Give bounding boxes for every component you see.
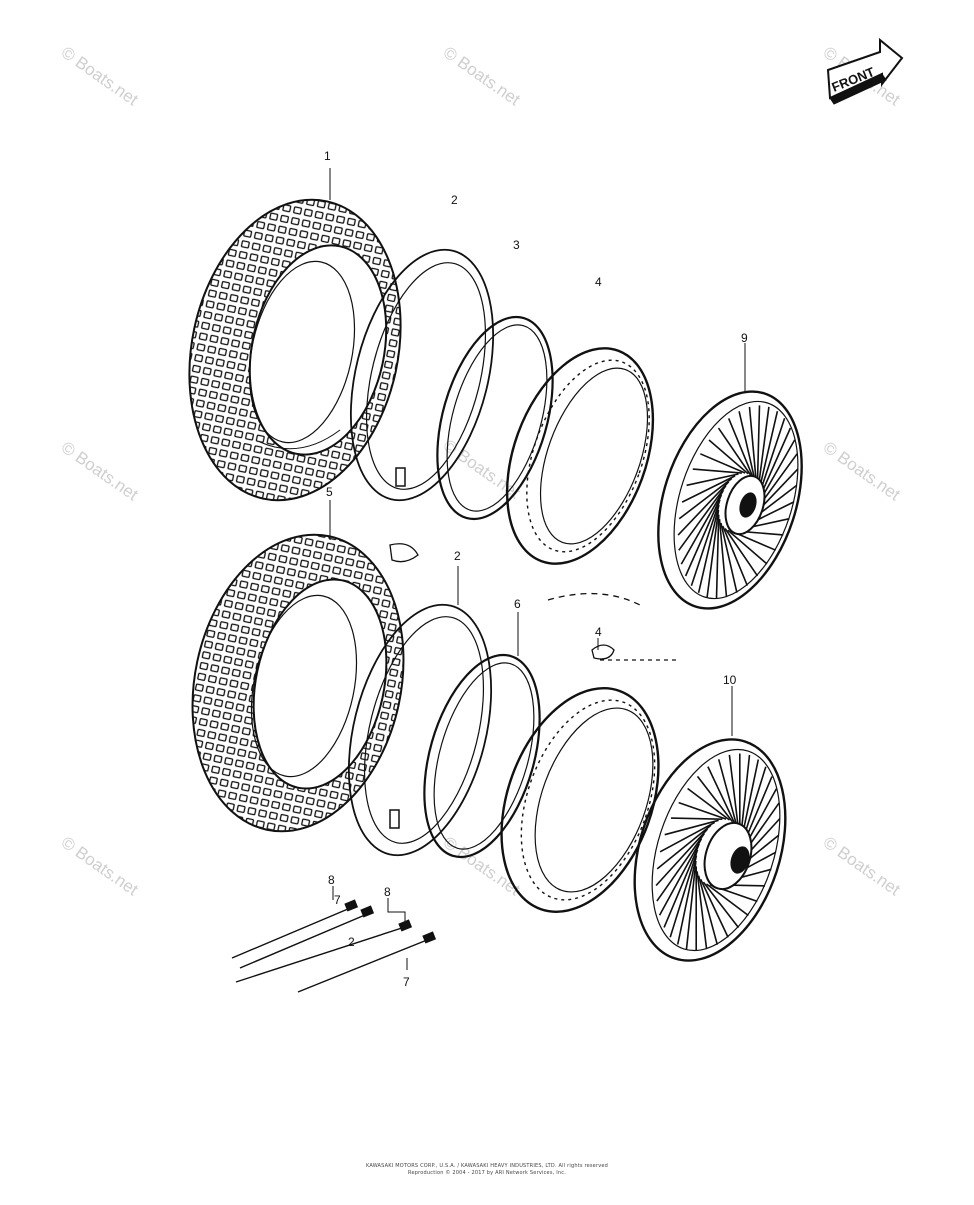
wheel-spoke bbox=[706, 883, 749, 917]
wheel-spoke bbox=[676, 855, 698, 945]
front-rim-band bbox=[436, 315, 554, 521]
wheel-spoke bbox=[686, 473, 739, 487]
watermark: © Boats.net bbox=[820, 438, 904, 505]
wheel-spoke bbox=[690, 499, 721, 586]
wheel-spoke bbox=[696, 775, 734, 823]
callout-4-rear: 4 bbox=[595, 625, 602, 639]
wheel-spoke bbox=[728, 754, 740, 833]
copyright-line-2: Reproduction © 2004 - 2017 by ARI Networ… bbox=[408, 1170, 566, 1176]
watermark: © Boats.net bbox=[440, 436, 524, 503]
callout-4: 4 bbox=[595, 275, 602, 289]
wheel-spoke bbox=[727, 529, 768, 565]
wheel-spoke bbox=[664, 819, 719, 836]
rear-tube bbox=[347, 603, 493, 857]
loose-parts bbox=[389, 543, 680, 661]
rear-wheel bbox=[633, 738, 787, 962]
watermark: © Boats.net bbox=[820, 833, 904, 900]
callout-6: 6 bbox=[514, 597, 521, 611]
wheel-spoke bbox=[656, 824, 712, 870]
wheel-spoke bbox=[724, 528, 759, 577]
wheel-spoke bbox=[717, 759, 739, 829]
wheel-spoke bbox=[678, 801, 727, 820]
callout-3: 3 bbox=[513, 238, 520, 252]
copyright-line-1: KAWASAKI MOTORS CORP., U.S.A. / KAWASAKI… bbox=[365, 1163, 609, 1169]
wheel-spoke bbox=[670, 817, 723, 820]
wheel-spoke bbox=[727, 418, 754, 479]
wheel-spoke bbox=[696, 871, 708, 950]
rear-tire bbox=[191, 533, 405, 833]
wheel-spoke bbox=[699, 878, 729, 938]
watermark: © Boats.net bbox=[58, 438, 142, 505]
watermark: © Boats.net bbox=[58, 43, 142, 110]
rear-rim-band bbox=[423, 653, 541, 859]
callout-10: 10 bbox=[723, 673, 737, 687]
watermark: © Boats.net bbox=[58, 833, 142, 900]
wheel-spoke bbox=[684, 494, 723, 577]
callout-2: 2 bbox=[451, 193, 458, 207]
front-wheel bbox=[657, 390, 803, 610]
callout-5: 5 bbox=[326, 485, 333, 499]
callout-8-b: 8 bbox=[384, 885, 391, 899]
watermark: © Boats.net bbox=[440, 43, 524, 110]
wheel-spoke bbox=[715, 514, 720, 599]
wheel-spoke bbox=[656, 833, 705, 902]
callout-2-rear: 2 bbox=[454, 549, 461, 563]
front-rim bbox=[505, 347, 655, 565]
wheel-spoke bbox=[655, 828, 709, 887]
wheel-spoke bbox=[718, 519, 728, 598]
wheel-spoke bbox=[659, 821, 716, 853]
wheel-spoke bbox=[720, 522, 738, 593]
wheel-spoke bbox=[722, 525, 749, 586]
wheel-spoke bbox=[680, 489, 725, 565]
wheel-spoke bbox=[706, 509, 720, 598]
front-badge: FRONT bbox=[826, 37, 904, 105]
front-tube bbox=[349, 248, 495, 502]
wheel-spoke bbox=[707, 766, 737, 826]
wheel-spoke bbox=[708, 439, 749, 475]
wheel-spoke bbox=[692, 468, 742, 474]
wheel-spoke bbox=[702, 881, 740, 929]
valve-stem bbox=[389, 809, 400, 829]
wheel-spoke bbox=[681, 475, 736, 503]
wheel-spoke bbox=[697, 875, 719, 945]
callout-9: 9 bbox=[741, 331, 748, 345]
wheel-spoke bbox=[697, 504, 720, 593]
wheel-spoke bbox=[738, 411, 756, 482]
wheel-spoke bbox=[669, 849, 699, 938]
callout-2-b: 2 bbox=[348, 935, 355, 949]
leader-lines bbox=[329, 168, 746, 970]
callout-1: 1 bbox=[324, 149, 331, 163]
callouts: 1 2 3 4 9 5 2 6 4 10 8 7 8 2 7 bbox=[324, 149, 748, 989]
wheel-spoke bbox=[699, 453, 746, 474]
wheel-spoke bbox=[756, 405, 761, 490]
wheel-spoke bbox=[663, 843, 700, 928]
wheel-spoke bbox=[685, 860, 697, 950]
front-tire bbox=[188, 198, 402, 502]
wheel-spoke bbox=[678, 485, 727, 551]
wheel-spoke bbox=[687, 787, 730, 821]
valve-stem bbox=[395, 467, 406, 487]
wheel-spoke bbox=[677, 481, 730, 536]
rear-rim bbox=[500, 687, 660, 913]
wheel-spoke bbox=[678, 477, 733, 520]
spokes bbox=[231, 899, 437, 993]
wheel-spoke bbox=[717, 427, 752, 476]
callout-7-b: 7 bbox=[403, 975, 410, 989]
wheel-spoke bbox=[658, 838, 703, 916]
wheel-spoke bbox=[748, 406, 758, 485]
callout-8: 8 bbox=[328, 873, 335, 887]
callout-7: 7 bbox=[334, 893, 341, 907]
